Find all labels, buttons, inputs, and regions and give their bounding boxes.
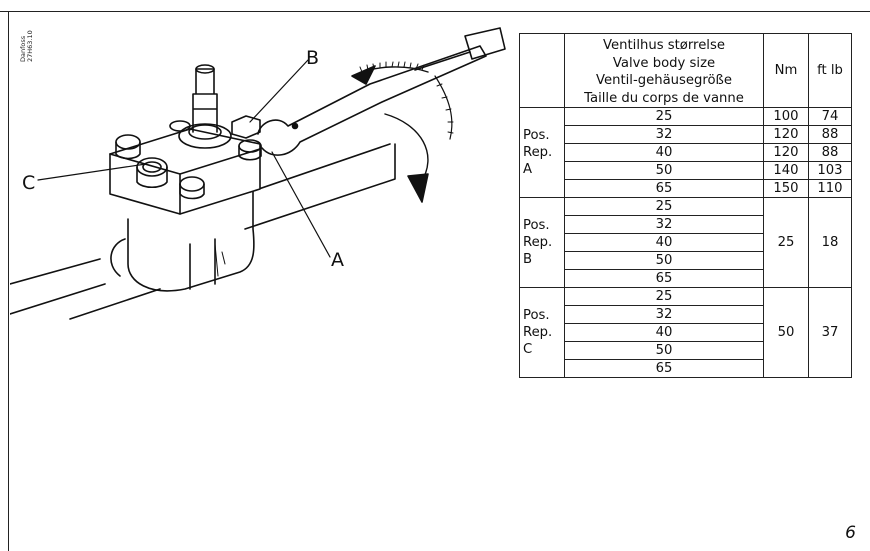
pipe <box>10 258 106 315</box>
header-nm: Nm <box>763 33 809 108</box>
pos-line: Pos. <box>523 218 550 233</box>
drawing-code-line2: 27H63.10 <box>26 30 34 62</box>
nm-cell: 120 <box>763 125 809 144</box>
size-cell: 25 <box>564 107 764 126</box>
size-cell: 65 <box>564 359 764 378</box>
size-cell: 50 <box>564 251 764 270</box>
header-size-line-fr: Taille du corps de vanne <box>584 90 744 106</box>
drawing-code: Danfoss 27H63.10 <box>19 30 34 62</box>
table-row: Pos. Rep. A 25 100 74 <box>519 107 852 198</box>
torque-table: Ventilhus størrelse Valve body size Vent… <box>519 33 852 378</box>
size-cell: 32 <box>564 125 764 144</box>
header-valve-size: Ventilhus størrelse Valve body size Vent… <box>564 33 764 108</box>
pos-line: Pos. <box>523 308 550 323</box>
size-cell: 40 <box>564 323 764 342</box>
table-row: Pos. Rep. C 25 50 37 <box>519 287 852 378</box>
rep-line: Rep. <box>523 145 553 160</box>
page-top-rule <box>0 0 870 12</box>
size-cell: 65 <box>564 179 764 198</box>
header-size-line-da: Ventilhus størrelse <box>603 38 725 53</box>
position-label-c: Pos. Rep. C <box>519 287 565 378</box>
nut-b <box>231 115 261 139</box>
spindle <box>192 68 218 133</box>
table-row: 32 120 88 <box>520 125 852 144</box>
size-cell: 50 <box>564 161 764 180</box>
nm-cell: 120 <box>763 143 809 162</box>
ftlb-cell: 18 <box>808 197 852 288</box>
header-size-line-de: Ventil-gehäusegröße <box>596 73 732 88</box>
leader-a <box>271 151 331 258</box>
ftlb-cell: 103 <box>808 161 852 180</box>
valve-torque-illustration <box>10 14 510 344</box>
header-size-line-en: Valve body size <box>612 55 716 71</box>
pos-letter: C <box>523 342 533 357</box>
nm-cell: 25 <box>763 197 809 288</box>
header-ftlb: ft lb <box>808 33 852 108</box>
nm-cell: 50 <box>763 287 809 378</box>
nm-cell: 140 <box>763 161 809 180</box>
ftlb-cell: 88 <box>808 125 852 144</box>
rotation-arrow <box>384 113 429 185</box>
ftlb-cell: 37 <box>808 287 852 378</box>
header-corner-cell <box>519 33 565 108</box>
pos-letter: B <box>523 252 533 267</box>
table-row: 40 120 88 <box>520 143 852 162</box>
ftlb-cell: 88 <box>808 143 852 162</box>
callout-b: B <box>306 47 320 69</box>
page-left-rule <box>8 12 9 551</box>
valve-body <box>127 188 255 292</box>
callout-c: C <box>22 172 36 194</box>
nm-cell: 100 <box>763 107 809 126</box>
table-row: 65 <box>520 359 852 378</box>
pos-letter: A <box>523 162 533 177</box>
size-cell: 25 <box>564 197 764 216</box>
table-row: 50 140 103 <box>520 161 852 180</box>
pos-line: Pos. <box>523 128 550 143</box>
callout-a: A <box>331 249 344 271</box>
nm-cell: 150 <box>763 179 809 198</box>
table-header-row: Ventilhus størrelse Valve body size Vent… <box>519 33 852 108</box>
table-row: Pos. Rep. B 25 25 18 <box>519 197 852 288</box>
size-cell: 40 <box>564 233 764 252</box>
size-cell: 32 <box>564 305 764 324</box>
position-label-a: Pos. Rep. A <box>519 107 565 198</box>
ftlb-cell: 110 <box>808 179 852 198</box>
size-cell: 65 <box>564 269 764 288</box>
rep-line: Rep. <box>523 325 553 340</box>
size-cell: 25 <box>564 287 764 306</box>
leader-b <box>249 59 309 123</box>
size-cell: 40 <box>564 143 764 162</box>
table-row: 50 <box>520 251 852 270</box>
rep-line: Rep. <box>523 235 553 250</box>
table-row: 65 150 110 <box>520 179 852 198</box>
size-cell: 50 <box>564 341 764 360</box>
flange <box>109 128 261 215</box>
size-cell: 32 <box>564 215 764 234</box>
torque-wrench <box>257 45 487 156</box>
ftlb-cell: 74 <box>808 107 852 126</box>
position-label-b: Pos. Rep. B <box>519 197 565 288</box>
page-number: 6 <box>845 523 856 543</box>
leader-c <box>37 163 147 181</box>
